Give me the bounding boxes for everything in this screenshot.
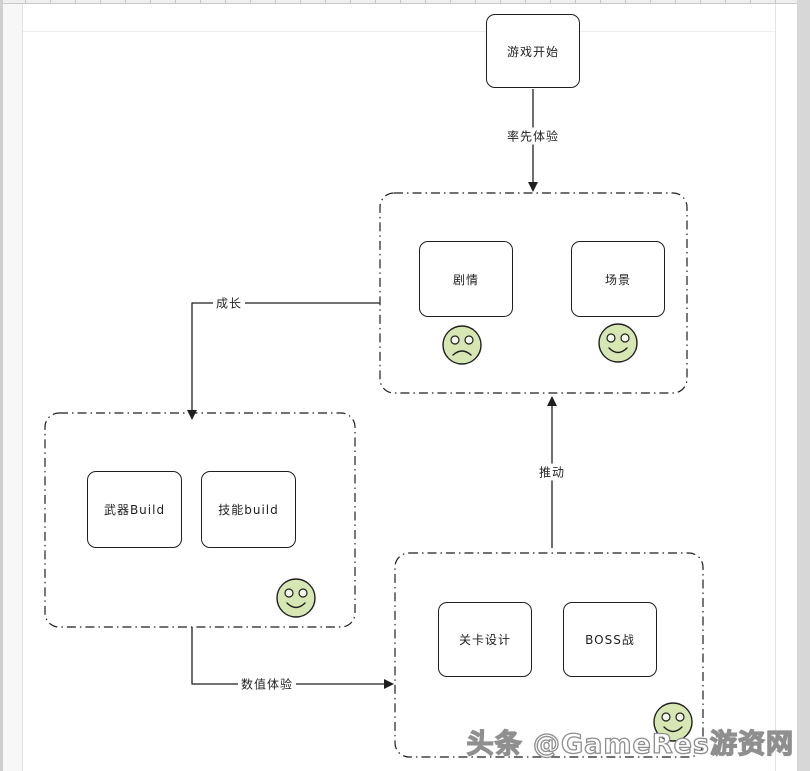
edge-label-first-experience: 率先体验	[503, 127, 563, 145]
node-scene: 场景	[571, 241, 665, 317]
happy-face-icon	[598, 323, 638, 363]
edge-label-push: 推动	[535, 463, 569, 481]
left-margin-column	[3, 4, 23, 771]
node-skill-build: 技能build	[201, 471, 296, 548]
watermark: 头条 @GameRes游资网	[466, 728, 794, 760]
right-edge-strip	[797, 0, 810, 771]
node-boss-fight: BOSS战	[563, 602, 657, 677]
horizontal-gridline	[23, 31, 775, 32]
happy-face-icon	[276, 578, 316, 618]
edge-label-numeric-experience: 数值体验	[237, 675, 297, 693]
node-level-design: 关卡设计	[438, 602, 532, 677]
arrow-experience-to-build	[187, 302, 380, 420]
node-weapon-build: 武器Build	[87, 471, 182, 548]
top-ruler	[0, 0, 810, 4]
edge-label-growth: 成长	[212, 294, 246, 312]
left-edge-strip	[0, 0, 3, 771]
right-margin-line	[775, 4, 776, 771]
node-plot: 剧情	[419, 241, 513, 317]
node-start: 游戏开始	[486, 14, 580, 88]
sad-face-icon	[442, 325, 482, 365]
